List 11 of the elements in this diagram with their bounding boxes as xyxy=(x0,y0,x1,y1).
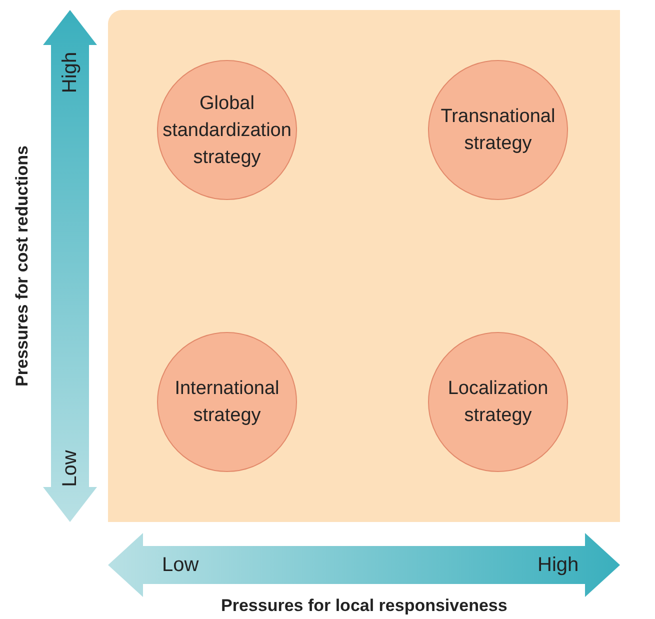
strategy-circle: Localization strategy xyxy=(428,332,568,472)
axis-end-label: High xyxy=(538,554,579,576)
axis-end-label: Low xyxy=(58,450,82,486)
axis-end-label: Low xyxy=(162,554,199,576)
axis-title: Pressures for local responsiveness xyxy=(221,596,508,616)
axis-end-label: High xyxy=(58,51,82,93)
axis-title: Pressures for cost reductions xyxy=(12,146,32,386)
strategy-circle: Global standardization strategy xyxy=(157,60,297,200)
strategy-circle: Transnational strategy xyxy=(428,60,568,200)
matrix-panel xyxy=(108,10,620,522)
strategy-circle: International strategy xyxy=(157,332,297,472)
